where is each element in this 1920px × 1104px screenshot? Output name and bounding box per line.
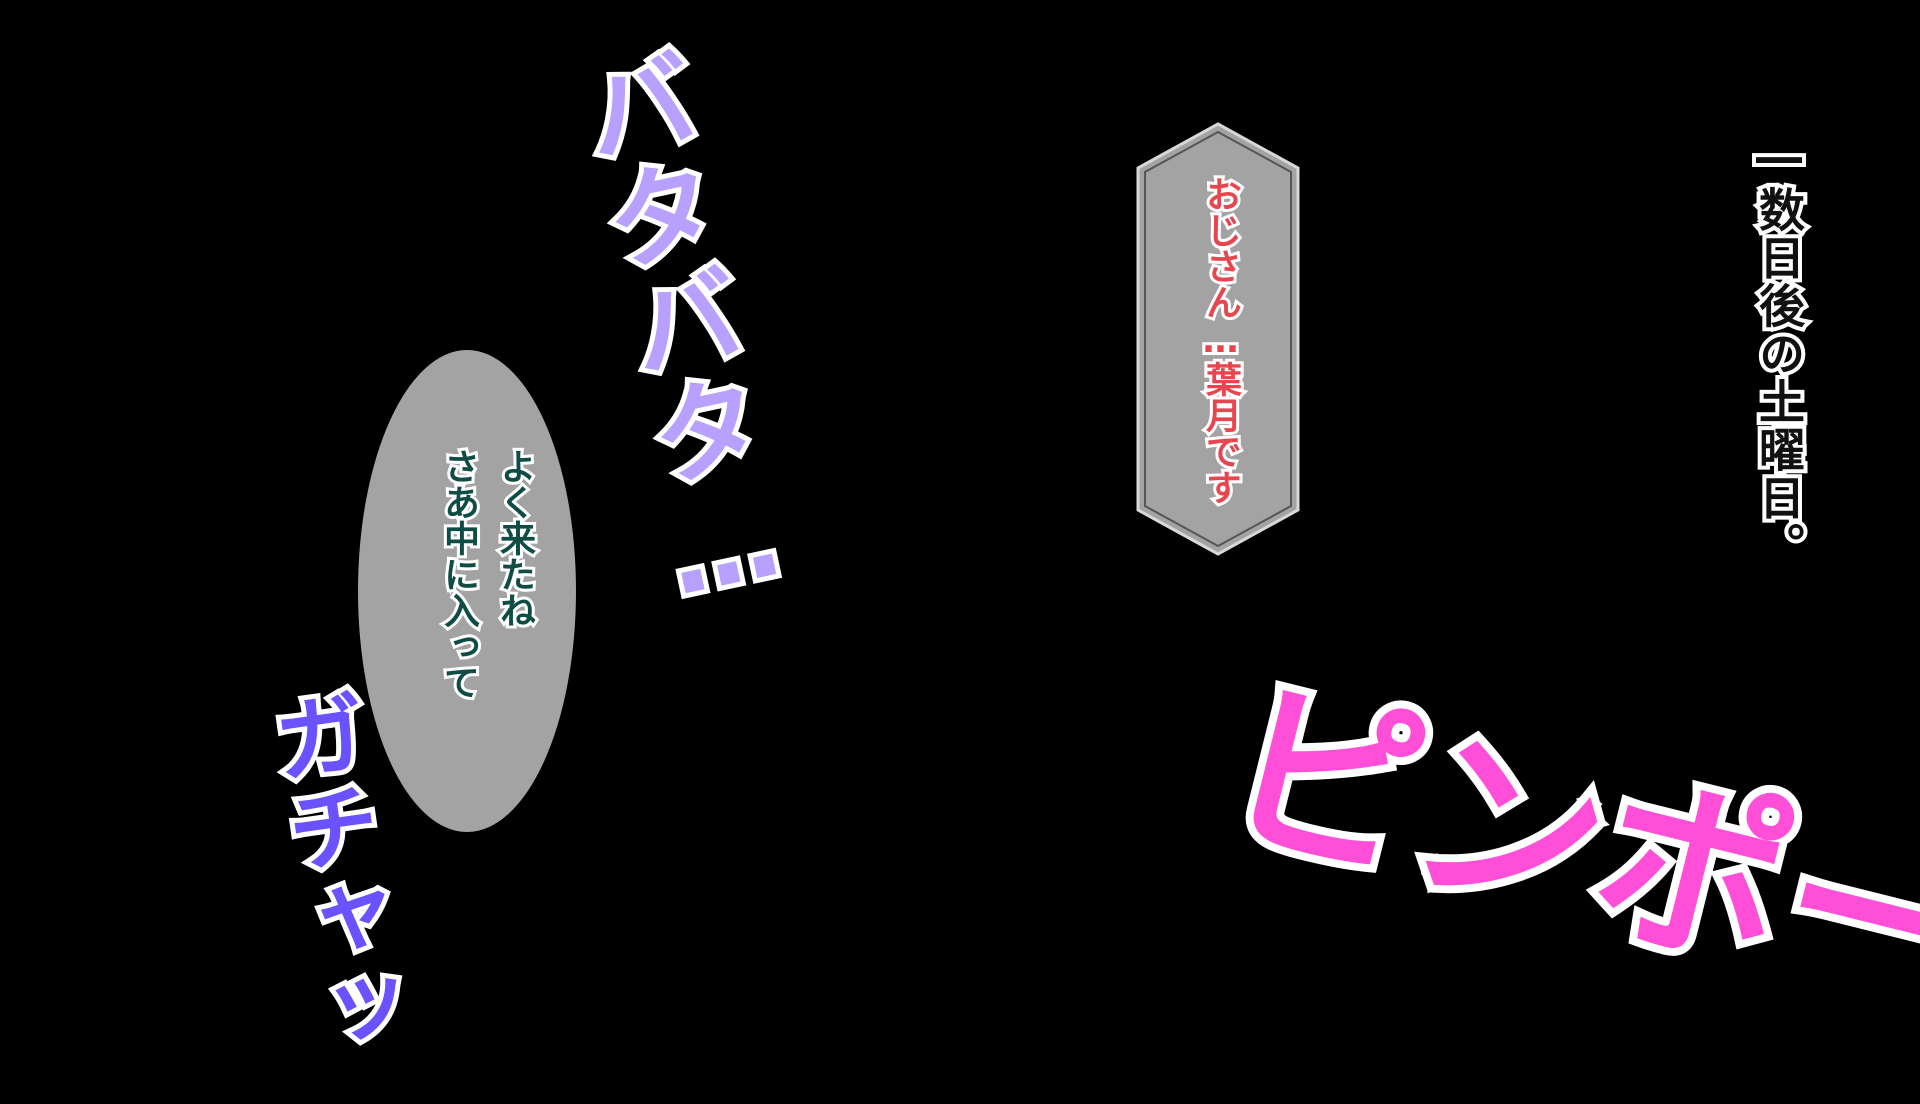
sfx-doorbell: ピンポーン [1198, 645, 1920, 1103]
sfx-footsteps: バタバタ… [551, 35, 804, 627]
ellipse-speech-bubble [358, 350, 576, 832]
narration-caption: ―数日後の土曜日。 [1748, 126, 1810, 574]
ellipse-line-1: よく来たね [491, 445, 538, 631]
scene: ―数日後の土曜日。 おじさん…葉月です よく来たね さあ中に入って バタバタ… … [248, 35, 1920, 1103]
hex-bubble-text: おじさん…葉月です [1197, 173, 1244, 508]
ellipse-line-2: さあ中に入って [435, 445, 482, 703]
ellipse-bubble-text: よく来たね さあ中に入って [430, 445, 542, 703]
hex-speech-bubble [1136, 122, 1300, 556]
